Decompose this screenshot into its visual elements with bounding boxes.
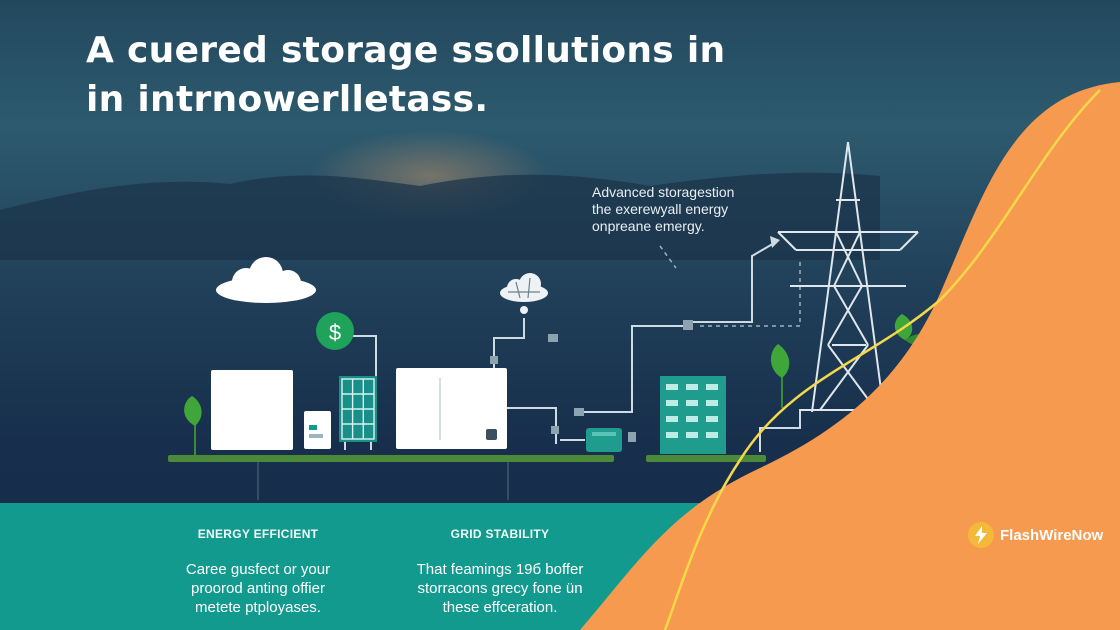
feature-grid-stability: GRID STABILITY That feamings 19б boffer … xyxy=(405,525,595,617)
feature-title: ENERGY EFFICIENT xyxy=(197,527,319,541)
feature-text-line: storracons grecy fone ün xyxy=(417,580,583,597)
feature-text-line: Caree gusfect or your xyxy=(185,561,331,578)
svg-text:$: $ xyxy=(329,320,341,345)
callout-line-1: Advanced storagestion xyxy=(592,184,735,200)
smart-cloud-icon xyxy=(500,273,548,314)
feature-text-line: metete ptployases. xyxy=(195,599,321,616)
battery-cabinet-icon xyxy=(660,376,726,454)
brand-name: FlashWireNow xyxy=(1000,526,1104,544)
dollar-coin-icon: $ xyxy=(316,312,354,350)
orange-wave xyxy=(580,82,1120,630)
headline-line-1: A cuered storage ssollutions in xyxy=(86,30,726,71)
battery-storage-container xyxy=(396,368,507,449)
headline-line-2: in intrnowerlletass. xyxy=(86,79,489,120)
transmission-tower-icon xyxy=(777,141,919,413)
ground-strip-right xyxy=(646,455,766,462)
callout-line-3: onpreane emergy. xyxy=(592,218,705,234)
feature-title: GRID STABILITY xyxy=(450,527,550,541)
leaf-icon xyxy=(184,396,202,455)
callout-line-2: the exerewyall energy xyxy=(592,201,729,217)
solar-panel-icon xyxy=(339,376,377,450)
callout-text: Advanced storagestion the exerewyall ene… xyxy=(592,184,734,235)
brand-logo: FlashWireNow xyxy=(968,522,1103,548)
feature-text-line: these effceration. xyxy=(442,599,558,616)
leaf-icon xyxy=(770,344,790,408)
feature-text-line: That feamings 19б boffer xyxy=(416,561,584,578)
headline: A cuered storage ssollutions in in intrn… xyxy=(86,26,725,124)
yellow-accent-line xyxy=(663,89,1101,630)
ground-strip-left xyxy=(168,455,614,462)
feature-energy-efficient: ENERGY EFFICIENT Caree gusfect or your p… xyxy=(168,525,348,617)
mountain-range xyxy=(0,172,880,260)
feature-text-line: proorod anting offier xyxy=(191,580,325,597)
storage-unit-large xyxy=(211,370,293,450)
pump-unit xyxy=(586,428,622,452)
lightning-bolt-icon xyxy=(968,522,994,548)
inverter-unit xyxy=(304,411,331,449)
cloud-icon xyxy=(216,257,316,303)
